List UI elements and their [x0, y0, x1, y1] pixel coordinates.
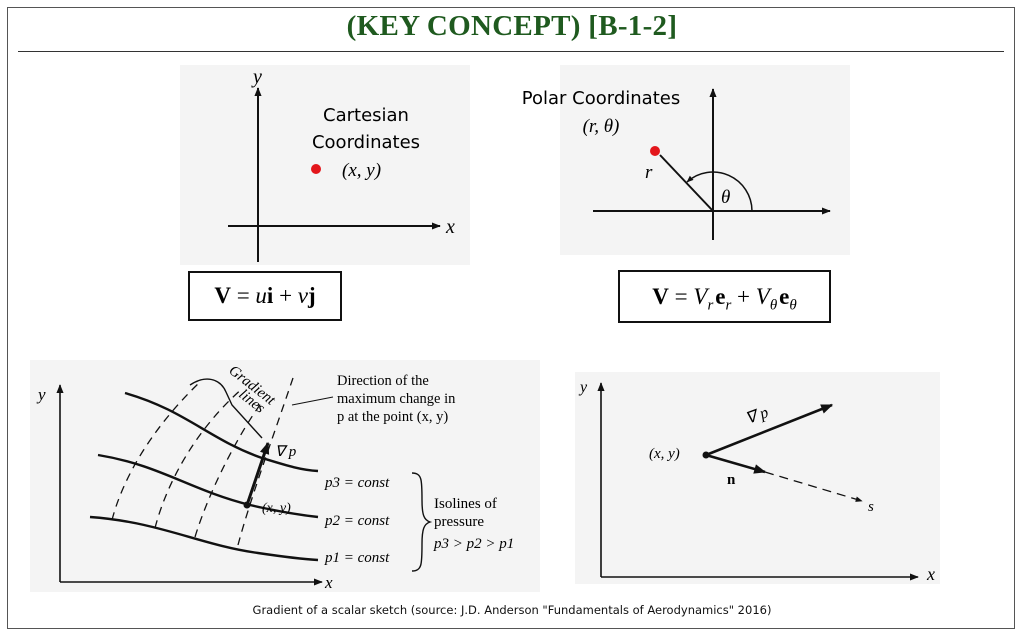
- cartesian-x-label: x: [445, 216, 455, 238]
- polar-radius-line: [659, 154, 714, 212]
- cartesian-equation: V = ui + vj: [214, 283, 316, 308]
- cartesian-equation-box: V = ui + vj: [188, 271, 342, 321]
- direction-leader-line: [291, 396, 334, 406]
- polar-theta-arc: [686, 171, 753, 212]
- isolines-label-line2: pressure: [434, 514, 484, 530]
- isolines-panel-background: [30, 360, 540, 592]
- cartesian-y-label: y: [251, 66, 262, 88]
- directional-point-marker: [702, 451, 710, 459]
- cartesian-title-line1: Cartesian: [323, 105, 409, 126]
- polar-panel-background: [560, 65, 850, 255]
- direction-label-line3: p at the point (x, y): [337, 409, 448, 425]
- directional-grad-label: ∇ p: [744, 404, 771, 428]
- directional-y-label: y: [578, 379, 588, 396]
- cartesian-point-marker: [311, 164, 321, 174]
- gradient-line-3: [194, 401, 263, 538]
- polar-panel: θ r Polar Coordinates (r, θ): [522, 65, 850, 255]
- isoline-p2: [97, 453, 319, 519]
- polar-equation: V = Vr er + Vθ eθ: [652, 284, 797, 314]
- figure-caption: Gradient of a scalar sketch (source: J.D…: [252, 603, 772, 617]
- directional-s-label: s: [868, 499, 874, 515]
- polar-equation-box: V = Vr er + Vθ eθ: [618, 270, 831, 323]
- direction-label-line1: Direction of the: [337, 373, 429, 389]
- polar-title: Polar Coordinates: [522, 88, 680, 109]
- isoline-p3-label: p3 = const: [324, 475, 390, 491]
- isolines-y-label: y: [36, 385, 46, 404]
- cartesian-point-label: (x, y): [342, 160, 381, 181]
- isoline-p2-label: p2 = const: [324, 513, 390, 529]
- isolines-point-marker: [243, 501, 251, 509]
- page-frame: [7, 7, 1015, 629]
- polar-point-marker: [650, 146, 660, 156]
- direction-label-line2: maximum change in: [337, 391, 456, 407]
- gradient-line-4: [237, 377, 294, 546]
- polar-theta-label: θ: [721, 187, 730, 208]
- isolines-gradient-arrow: [245, 441, 270, 506]
- title-divider: [18, 51, 1004, 52]
- cartesian-panel: y x Cartesian Coordinates (x, y): [180, 65, 470, 265]
- directional-n-arrow: [705, 453, 767, 474]
- directional-n-label: n: [727, 472, 736, 488]
- gradient-line-2: [154, 387, 244, 529]
- directional-gradient-arrow: [705, 403, 834, 457]
- isolines-brace: [411, 472, 433, 572]
- directional-point-label: (x, y): [649, 446, 680, 462]
- isoline-p1: [89, 515, 319, 562]
- directional-s-line: [764, 471, 863, 502]
- page-title: (KEY CONCEPT) [B-1-2]: [346, 10, 678, 42]
- gradient-lines-brace: [189, 378, 263, 439]
- polar-point-label: (r, θ): [583, 116, 620, 137]
- isolines-grad-label: ∇ p: [275, 444, 297, 460]
- isoline-p3: [124, 391, 319, 473]
- cartesian-title-line2: Coordinates: [312, 132, 420, 153]
- isolines-label-line3: p3 > p2 > p1: [433, 536, 514, 552]
- isoline-p1-label: p1 = const: [324, 550, 390, 566]
- isolines-point-label: (x, y): [262, 501, 291, 516]
- cartesian-panel-background: [180, 65, 470, 265]
- directional-x-label: x: [926, 564, 935, 584]
- isolines-panel: y x Gradient lines Direction of the maxi…: [30, 360, 540, 592]
- isolines-label-line1: Isolines of: [434, 496, 497, 512]
- directional-panel: y x (x, y) ∇ p n s: [575, 372, 940, 584]
- gradient-line-1: [111, 381, 201, 521]
- isolines-x-label: x: [324, 573, 333, 592]
- directional-panel-background: [575, 372, 940, 584]
- polar-r-label: r: [645, 162, 653, 183]
